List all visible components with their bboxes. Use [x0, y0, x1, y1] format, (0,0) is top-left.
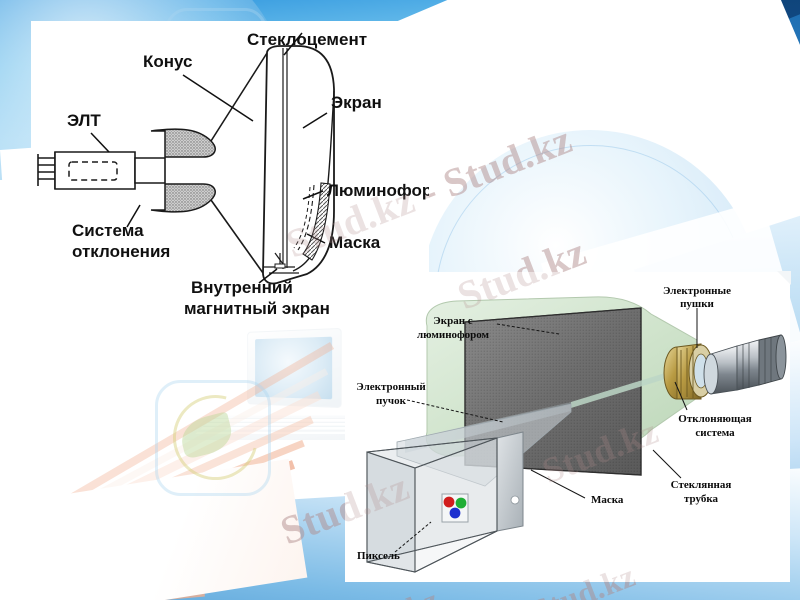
label-konus: Конус [143, 52, 193, 71]
fan-stripe [0, 391, 322, 591]
diagram-card-3d: Экран с люминофором Электронный пучок Пи… [345, 271, 791, 582]
laptop-lid [247, 327, 342, 409]
fan-stripe [0, 341, 335, 585]
label-deflection-2: отклонения [72, 242, 170, 261]
watermark-text: Stud.kz [337, 583, 444, 600]
fan-stripe [0, 540, 248, 600]
background-salmon-fan [0, 341, 400, 600]
label-phosphor: Люминофор [327, 181, 429, 200]
fan-stripe [0, 520, 261, 600]
fan-stripe [0, 588, 205, 600]
label-glass-tube-1: Стеклянная [671, 479, 732, 491]
fan-stripe [0, 482, 285, 600]
label-deflection-system-1: Отклоняющая [678, 413, 751, 425]
electron-gun [703, 334, 787, 395]
fan-stripe [0, 368, 329, 588]
fan-stripe [0, 558, 234, 600]
fan-stripe [0, 439, 305, 597]
label-elt: ЭЛТ [67, 111, 101, 130]
label-deflection-1: Система [72, 221, 144, 240]
label-deflection-system-2: система [695, 427, 735, 439]
crt-3d-diagram: Экран с люминофором Электронный пучок Пи… [345, 272, 790, 582]
label-screen-phosphor-2: люминофором [417, 329, 490, 341]
logo-swirl-icon [155, 379, 274, 497]
pixel-triad [441, 493, 469, 523]
fan-stripe [0, 503, 273, 600]
watermark-text: Stud.kz [337, 583, 444, 600]
fan-white-sheet [0, 458, 308, 600]
label-glass-cement: Стеклоцемент [247, 30, 367, 49]
label-electron-guns-1: Электронные [663, 285, 731, 297]
crt-cross-section-diagram: ЭЛТ Конус Стеклоцемент Экран Люминофор М… [31, 21, 429, 328]
label-pixel: Пиксель [357, 550, 400, 562]
label-mask-3d: Маска [591, 494, 624, 506]
label-screen-phosphor-1: Экран с [433, 315, 473, 327]
label-electron-beam-1: Электронный [356, 381, 426, 393]
label-electron-beam-2: пучок [376, 395, 407, 407]
label-screen: Экран [331, 93, 382, 112]
fan-stripe [0, 572, 220, 600]
label-mask: Маска [329, 233, 381, 252]
fan-stripe [0, 460, 296, 600]
label-shield-1: Внутренний [191, 278, 293, 297]
fan-stripe [0, 415, 314, 594]
laptop-screen [255, 336, 333, 400]
label-electron-guns-2: пушки [680, 298, 714, 310]
label-shield-2: магнитный экран [184, 299, 330, 318]
label-glass-tube-2: трубка [684, 493, 719, 505]
